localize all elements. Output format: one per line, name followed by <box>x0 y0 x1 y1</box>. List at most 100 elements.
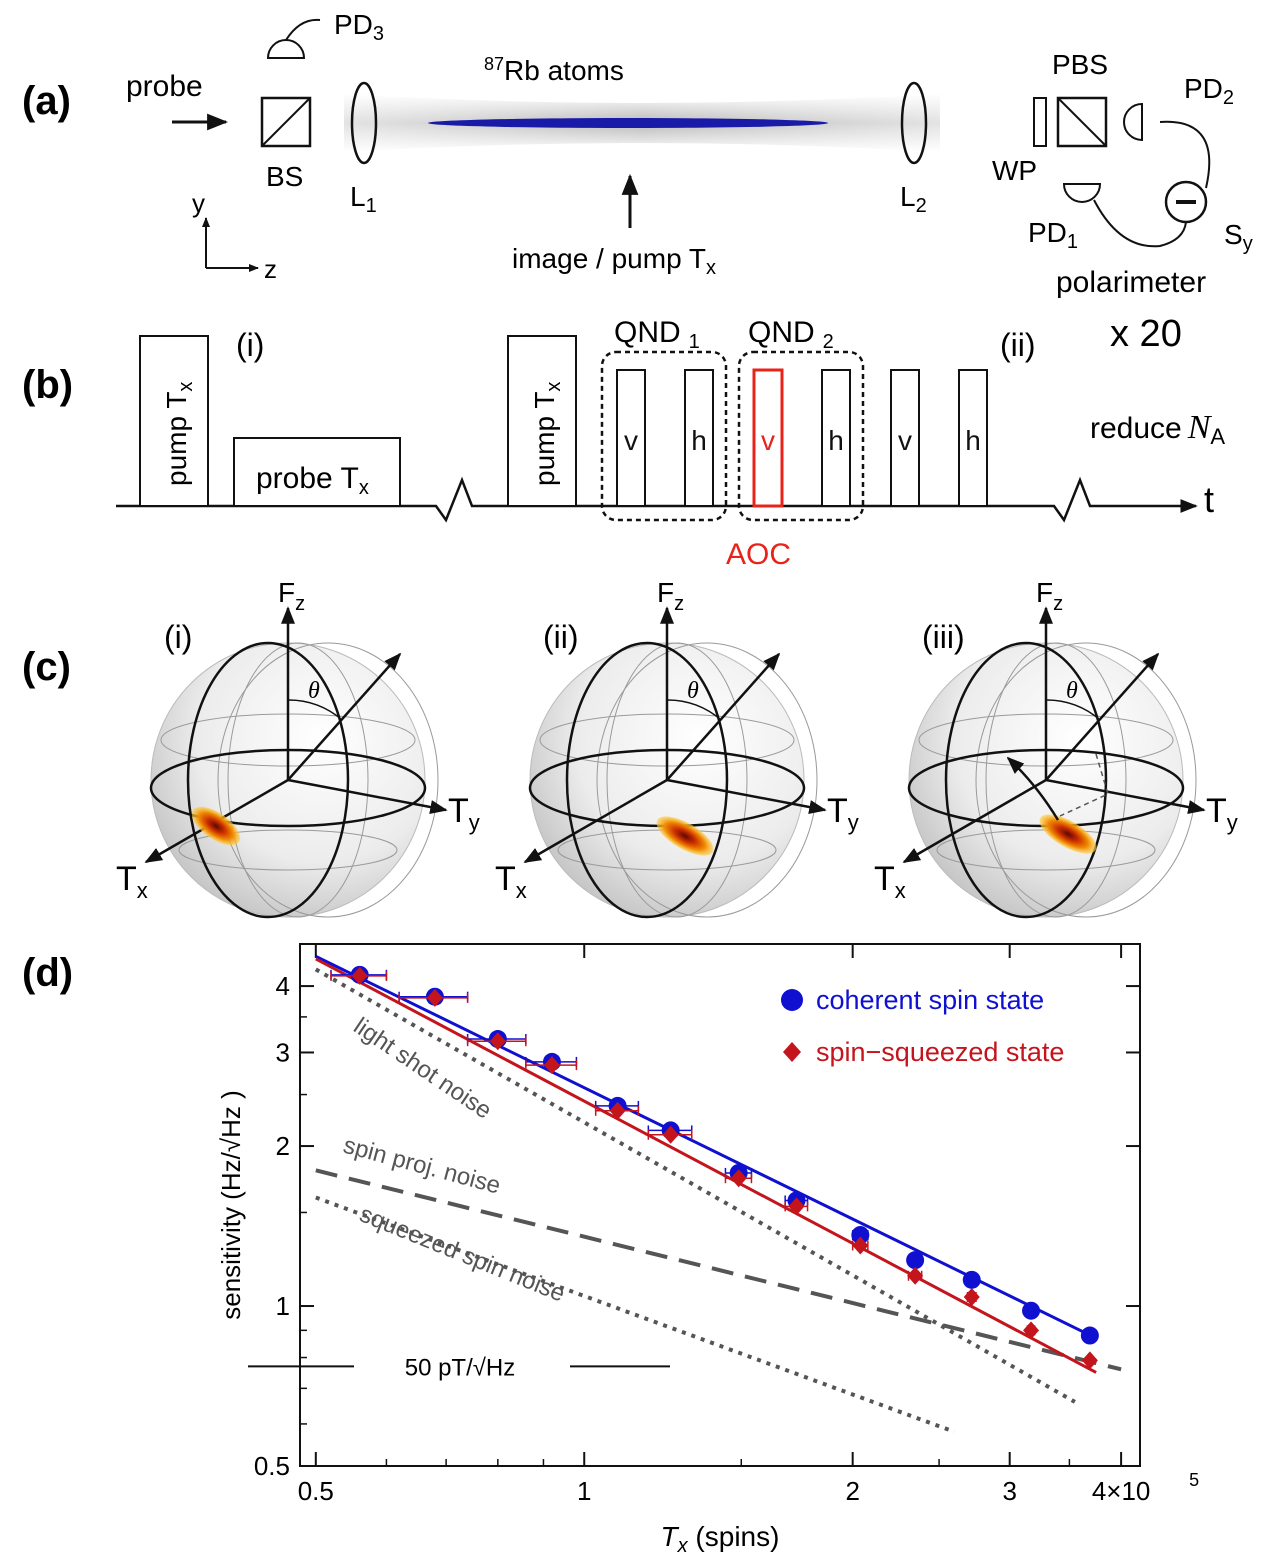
axis-z-label: z <box>264 254 277 284</box>
latitude-line <box>178 829 398 871</box>
longitude-line <box>217 642 439 918</box>
pulse-v-3 <box>752 368 784 508</box>
pulse-v-5 <box>890 369 920 507</box>
longitude-line <box>227 642 369 918</box>
pulse-v-1 <box>616 369 646 507</box>
theta-arc <box>287 699 343 721</box>
spin-distribution <box>191 806 241 846</box>
longitude-line <box>985 642 1127 918</box>
fz-label: Fz <box>657 577 684 615</box>
data-point-squeezed <box>852 1236 869 1255</box>
spin-distribution <box>656 816 714 856</box>
noise-line <box>315 1195 955 1434</box>
legend-marker <box>783 1042 801 1062</box>
meridian <box>565 641 729 919</box>
pbs-label: PBS <box>1052 49 1108 80</box>
pulse-label-3: v <box>761 425 775 456</box>
x-tick-exponent: 5 <box>1189 1470 1199 1490</box>
pd1-label: PD1 <box>1028 217 1078 253</box>
pd3-label: PD3 <box>334 9 384 45</box>
ty-axis <box>666 778 827 814</box>
polarimeter-label: polarimeter <box>1056 266 1206 299</box>
l2-label: L2 <box>900 181 927 217</box>
atom-cloud <box>428 118 828 128</box>
probe-pulse <box>233 437 401 507</box>
pd2-label: PD2 <box>1184 73 1234 109</box>
pump-pulse-1 <box>139 335 209 507</box>
tx-label: Tx <box>874 860 906 903</box>
projection-lines <box>1059 753 1109 817</box>
panel-label-a: (a) <box>22 79 71 123</box>
data-point-coherent <box>1080 1326 1099 1345</box>
pump-pulse-2 <box>507 335 577 507</box>
ty-axis <box>287 778 448 814</box>
data-point-squeezed <box>489 1032 506 1051</box>
legend-label: spin−squeezed state <box>816 1037 1064 1067</box>
theta-label: θ <box>308 678 320 704</box>
x-tick-label: 1 <box>577 1476 591 1506</box>
field-axis <box>1045 652 1160 781</box>
tx-axis <box>523 778 668 864</box>
data-point-coherent <box>1022 1301 1041 1320</box>
i-label: (i) <box>236 327 264 363</box>
meridian <box>186 641 350 919</box>
tx-label: Tx <box>116 860 148 903</box>
sphere-label: (i) <box>164 619 192 655</box>
y-tick-label: 2 <box>276 1131 290 1161</box>
pulse-h-6 <box>958 369 988 507</box>
theta-label: θ <box>1066 678 1078 704</box>
x-tick-label: 3 <box>1002 1476 1016 1506</box>
pd2-detector <box>1123 102 1143 142</box>
qnd2-box <box>737 350 865 522</box>
aoc-label: AOC <box>726 538 791 571</box>
y-tick-label: 3 <box>276 1037 290 1067</box>
probe-label: probe <box>126 70 203 103</box>
image-pump-label: image / pump Tx <box>512 243 716 279</box>
fz-label: Fz <box>278 577 305 615</box>
panel-label-b: (b) <box>22 363 73 407</box>
ii-label: (ii) <box>1000 327 1036 363</box>
pulse-label-6: h <box>965 425 981 456</box>
bs-label: BS <box>266 161 303 192</box>
data-point-squeezed <box>730 1169 747 1188</box>
x-tick-label: 4×10 <box>1092 1476 1151 1506</box>
pd1-detector <box>1062 183 1102 203</box>
data-point-squeezed <box>907 1266 924 1285</box>
times20-label: x 20 <box>1110 313 1182 355</box>
data-point-squeezed <box>788 1197 805 1216</box>
theta-arc <box>666 699 722 721</box>
field-axis <box>666 652 781 781</box>
data-point-squeezed <box>351 966 368 985</box>
data-point-squeezed <box>543 1056 560 1075</box>
pump-label-1: pump Tx <box>161 382 197 486</box>
legend-label: coherent spin state <box>816 985 1044 1015</box>
data-point-squeezed <box>662 1125 679 1144</box>
probe-label-b: probe Tx <box>256 462 369 499</box>
y-tick-label: 1 <box>276 1291 290 1321</box>
x-axis-label: Tx (spins) <box>661 1521 780 1556</box>
lens-l2 <box>900 81 928 165</box>
data-point-coherent <box>962 1270 981 1289</box>
theta-label: θ <box>687 678 699 704</box>
pulse-label-2: h <box>691 425 707 456</box>
pulse-label-4: h <box>828 425 844 456</box>
noise-line-label: squeezed spin noise <box>356 1201 569 1308</box>
longitude-line <box>606 642 748 918</box>
noise-line-label: spin proj. noise <box>340 1132 503 1200</box>
pd3-detector <box>266 39 306 59</box>
pulse-h-2 <box>684 369 714 507</box>
panel-a: probe PD3 BS 87Rb atoms L1 L2 image / pu… <box>126 9 1253 355</box>
data-point-squeezed <box>1081 1351 1098 1370</box>
tx-axis <box>902 778 1047 864</box>
rotation-arrow <box>1006 756 1060 821</box>
data-point-squeezed <box>963 1287 980 1306</box>
y-tick-label: 4 <box>276 971 290 1001</box>
panel-label-d: (d) <box>22 951 73 995</box>
ty-label: Ty <box>1206 792 1238 835</box>
